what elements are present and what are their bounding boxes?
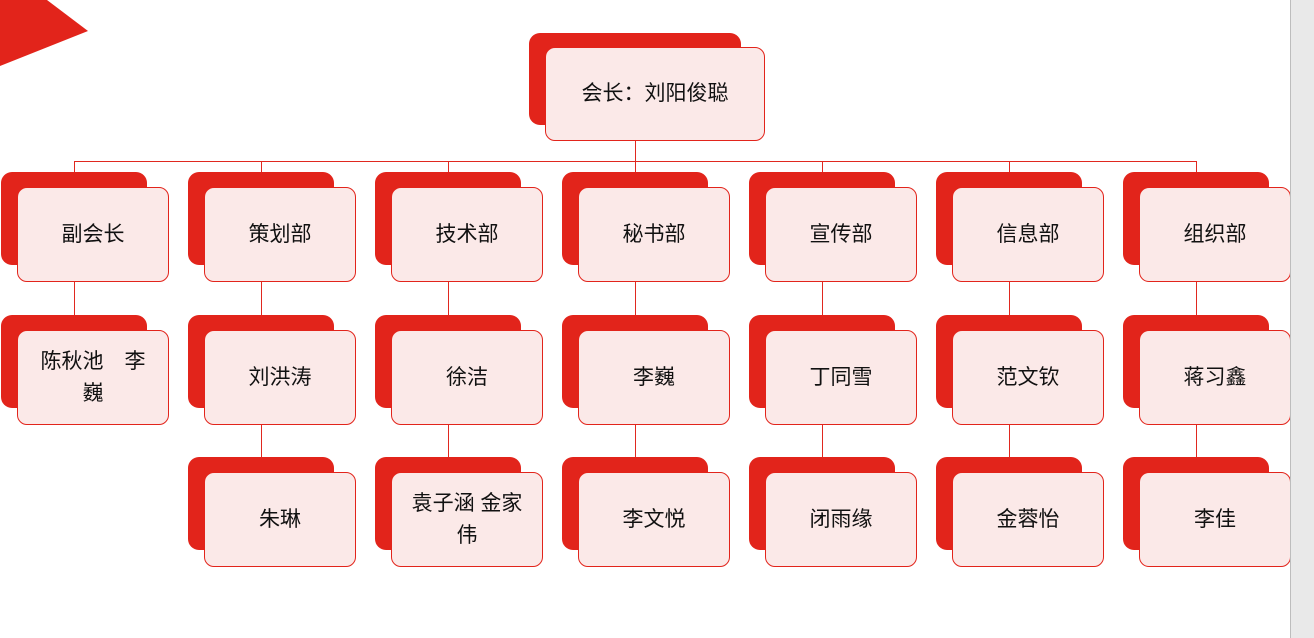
- node-member-2-1-box: 袁子涵 金家伟: [391, 472, 543, 567]
- connector-stub-4: [822, 161, 823, 174]
- connector-member-member-4: [822, 423, 823, 458]
- node-department-2-box: 技术部: [391, 187, 543, 282]
- node-member-3-0-label: 李巍: [633, 365, 675, 389]
- connector-root-drop: [635, 140, 636, 161]
- corner-flag-decoration: [0, 0, 88, 66]
- connector-member-member-1: [261, 423, 262, 458]
- node-member-2-1-label: 袁子涵 金家伟: [411, 492, 523, 547]
- node-member-2-0-box: 徐洁: [391, 330, 543, 425]
- node-member-2-0-label: 徐洁: [446, 365, 488, 389]
- connector-stub-6: [1196, 161, 1197, 174]
- connector-stub-0: [74, 161, 75, 174]
- node-member-5-0[interactable]: 范文钦: [936, 315, 1104, 425]
- node-member-3-1[interactable]: 李文悦: [562, 457, 730, 567]
- node-department-2[interactable]: 技术部: [375, 172, 543, 282]
- connector-dept-member-6: [1196, 280, 1197, 316]
- node-member-1-1-label: 朱琳: [259, 507, 301, 531]
- node-member-5-1-box: 金蓉怡: [952, 472, 1104, 567]
- node-member-4-0[interactable]: 丁同雪: [749, 315, 917, 425]
- connector-dept-member-1: [261, 280, 262, 316]
- connector-stub-3: [635, 161, 636, 174]
- node-member-3-0-box: 李巍: [578, 330, 730, 425]
- node-member-2-1[interactable]: 袁子涵 金家伟: [375, 457, 543, 567]
- node-department-0[interactable]: 副会长: [1, 172, 169, 282]
- vertical-scrollbar[interactable]: [1290, 0, 1314, 638]
- node-member-4-1[interactable]: 闭雨缘: [749, 457, 917, 567]
- node-member-5-0-label: 范文钦: [996, 365, 1060, 389]
- node-member-4-1-box: 闭雨缘: [765, 472, 917, 567]
- node-member-6-0-box: 蒋习鑫: [1139, 330, 1291, 425]
- node-member-3-1-label: 李文悦: [622, 507, 686, 531]
- node-member-1-0[interactable]: 刘洪涛: [188, 315, 356, 425]
- node-president-box: 会长：刘阳俊聪: [545, 47, 765, 141]
- node-department-4-label: 宣传部: [809, 222, 873, 246]
- node-member-5-0-box: 范文钦: [952, 330, 1104, 425]
- connector-dept-member-3: [635, 280, 636, 316]
- node-department-4-box: 宣传部: [765, 187, 917, 282]
- connector-stub-2: [448, 161, 449, 174]
- node-member-1-1-box: 朱琳: [204, 472, 356, 567]
- connector-dept-member-4: [822, 280, 823, 316]
- node-member-0-0[interactable]: 陈秋池 李巍: [1, 315, 169, 425]
- connector-dept-member-0: [74, 280, 75, 316]
- node-department-4[interactable]: 宣传部: [749, 172, 917, 282]
- node-member-0-0-box: 陈秋池 李巍: [17, 330, 169, 425]
- node-member-0-0-label: 陈秋池 李巍: [40, 350, 146, 405]
- node-department-2-label: 技术部: [435, 222, 499, 246]
- node-member-1-1[interactable]: 朱琳: [188, 457, 356, 567]
- node-member-4-0-box: 丁同雪: [765, 330, 917, 425]
- connector-member-member-5: [1009, 423, 1010, 458]
- node-department-6[interactable]: 组织部: [1123, 172, 1291, 282]
- node-member-3-1-box: 李文悦: [578, 472, 730, 567]
- node-member-2-0[interactable]: 徐洁: [375, 315, 543, 425]
- node-member-4-0-label: 丁同雪: [809, 365, 873, 389]
- node-department-5-label: 信息部: [996, 222, 1060, 246]
- node-department-1-box: 策划部: [204, 187, 356, 282]
- connector-member-member-6: [1196, 423, 1197, 458]
- node-department-1[interactable]: 策划部: [188, 172, 356, 282]
- node-member-4-1-label: 闭雨缘: [809, 507, 873, 531]
- node-department-1-label: 策划部: [248, 222, 312, 246]
- connector-stub-5: [1009, 161, 1010, 174]
- connector-member-member-2: [448, 423, 449, 458]
- connector-dept-member-5: [1009, 280, 1010, 316]
- connector-stub-1: [261, 161, 262, 174]
- node-member-1-0-label: 刘洪涛: [248, 365, 312, 389]
- node-member-6-0-label: 蒋习鑫: [1183, 365, 1247, 389]
- node-department-3-label: 秘书部: [622, 222, 686, 246]
- node-department-5-box: 信息部: [952, 187, 1104, 282]
- node-member-6-1-label: 李佳: [1194, 507, 1236, 531]
- node-member-1-0-box: 刘洪涛: [204, 330, 356, 425]
- node-department-0-box: 副会长: [17, 187, 169, 282]
- node-department-6-box: 组织部: [1139, 187, 1291, 282]
- connector-dept-member-2: [448, 280, 449, 316]
- node-member-5-1-label: 金蓉怡: [996, 507, 1060, 531]
- node-department-3[interactable]: 秘书部: [562, 172, 730, 282]
- node-department-6-label: 组织部: [1183, 222, 1247, 246]
- node-president[interactable]: 会长：刘阳俊聪: [529, 33, 765, 141]
- node-department-5[interactable]: 信息部: [936, 172, 1104, 282]
- node-member-3-0[interactable]: 李巍: [562, 315, 730, 425]
- node-department-0-label: 副会长: [61, 222, 125, 246]
- node-member-6-0[interactable]: 蒋习鑫: [1123, 315, 1291, 425]
- node-member-6-1[interactable]: 李佳: [1123, 457, 1291, 567]
- node-member-5-1[interactable]: 金蓉怡: [936, 457, 1104, 567]
- node-president-label: 会长：刘阳俊聪: [581, 82, 729, 106]
- node-member-6-1-box: 李佳: [1139, 472, 1291, 567]
- node-department-3-box: 秘书部: [578, 187, 730, 282]
- connector-member-member-3: [635, 423, 636, 458]
